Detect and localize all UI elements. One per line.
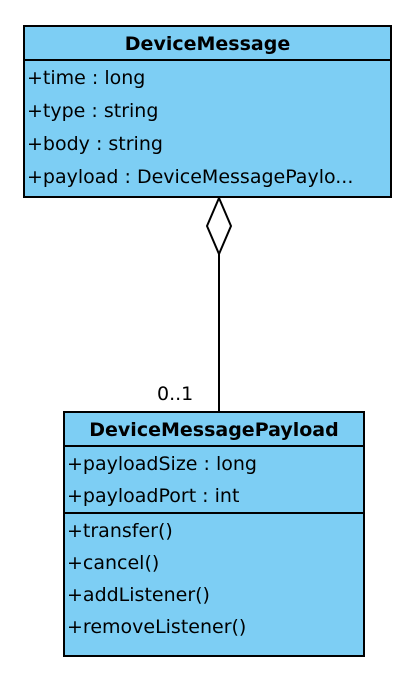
operation-transfer[interactable]: +transfer() xyxy=(67,520,173,542)
class-name: DeviceMessagePayload xyxy=(65,413,363,447)
operation-cancel[interactable]: +cancel() xyxy=(67,552,160,574)
class-name: DeviceMessage xyxy=(25,27,390,61)
attributes-section: +time : long +type : string +body : stri… xyxy=(25,61,390,194)
attribute-payload-port[interactable]: +payloadPort : int xyxy=(67,485,240,507)
multiplicity-label: 0..1 xyxy=(157,383,194,405)
attributes-section: +payloadSize : long +payloadPort : int xyxy=(65,447,363,514)
operation-add-listener[interactable]: +addListener() xyxy=(67,584,210,606)
attribute-time[interactable]: +time : long xyxy=(27,67,146,89)
class-device-message[interactable]: DeviceMessage +time : long +type : strin… xyxy=(23,25,392,198)
attribute-payload[interactable]: +payload : DeviceMessagePaylo... xyxy=(27,166,354,188)
attribute-payload-size[interactable]: +payloadSize : long xyxy=(67,453,257,475)
class-device-message-payload[interactable]: DeviceMessagePayload +payloadSize : long… xyxy=(63,411,365,657)
attribute-type[interactable]: +type : string xyxy=(27,100,159,122)
aggregation-diamond xyxy=(205,195,233,257)
operation-remove-listener[interactable]: +removeListener() xyxy=(67,616,247,638)
attribute-body[interactable]: +body : string xyxy=(27,133,163,155)
operations-section: +transfer() +cancel() +addListener() +re… xyxy=(65,514,363,643)
